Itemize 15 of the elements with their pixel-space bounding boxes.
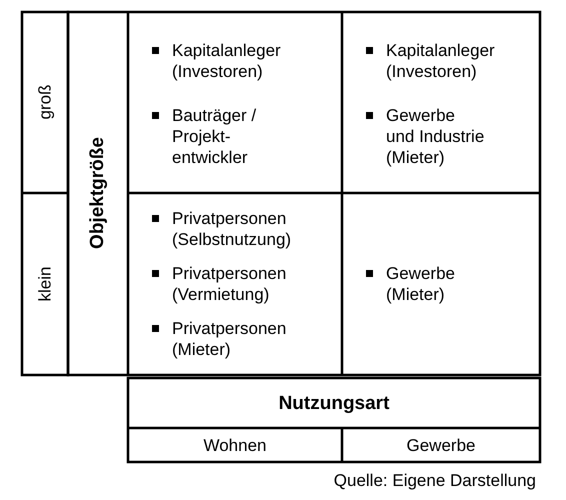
list-item-text: Kapitalanleger (Investoren) bbox=[386, 40, 496, 82]
row-header: groß bbox=[34, 84, 55, 120]
list-item-text: Gewerbe und Industrie (Mieter) bbox=[386, 105, 486, 168]
column-header: Nutzungsart bbox=[278, 392, 390, 414]
column-header: Wohnen bbox=[203, 434, 266, 456]
list-item-text: Privatpersonen (Mieter) bbox=[172, 318, 288, 360]
list-item-text: Bauträger / Projekt-entwickler bbox=[172, 105, 258, 168]
row-header: klein bbox=[34, 266, 55, 302]
list-item-text: Gewerbe (Mieter) bbox=[386, 263, 456, 305]
column-header: Gewerbe bbox=[406, 434, 476, 456]
source-note: Quelle: Eigene Darstellung bbox=[334, 470, 536, 491]
list-item-text: Kapitalanleger (Investoren) bbox=[172, 40, 282, 82]
list-item-text: Privatpersonen (Selbstnutzung) bbox=[172, 208, 292, 250]
list-item-text: Privatpersonen (Vermietung) bbox=[172, 263, 288, 305]
axis-title: Objektgröße bbox=[86, 137, 109, 249]
